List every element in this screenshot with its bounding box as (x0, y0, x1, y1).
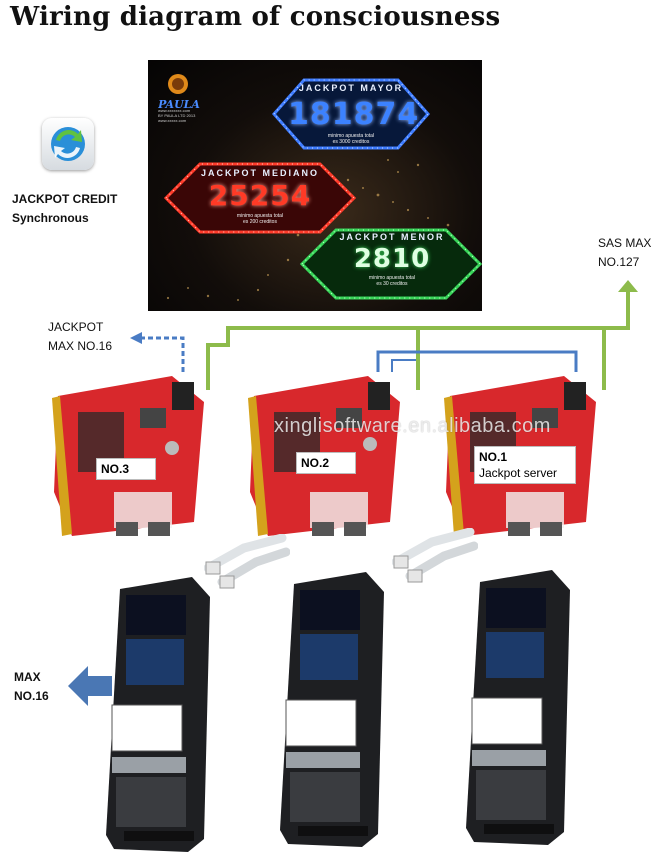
slot-cabinet-2 (280, 572, 384, 847)
board-no2: NO.2 (248, 372, 404, 538)
board-no3: NO.3 (52, 372, 208, 538)
sas-wire (206, 290, 630, 390)
slot-cabinet-3 (106, 577, 210, 852)
jackpot-menor-note: minimo apuesta total es 30 creditos (368, 275, 416, 287)
jackpot-wire (376, 350, 578, 372)
jackpot-menor-sign (299, 228, 482, 300)
jackpot-credit-label: JACKPOT CREDIT Synchronous (12, 192, 118, 225)
jackpot-mayor-value: 181874 (288, 97, 420, 132)
jackpot-display: PAULA www.xxxxxxx.com BY PAULA LTD 2013 … (148, 60, 482, 311)
board-no1: NO.1 Jackpot server (444, 372, 600, 538)
board-no2-tag: NO.2 (296, 452, 356, 474)
jackpot-mayor-sign (271, 78, 431, 150)
machines-max-label: MAX NO.16 (14, 670, 49, 703)
jackpot-wire-dashed (140, 336, 185, 372)
jackpot-menor-value: 2810 (353, 244, 431, 274)
sas-arrow (618, 280, 638, 292)
board-no3-tag: NO.3 (96, 458, 156, 480)
jackpot-mayor-name: JACKPOT MAYOR (298, 83, 404, 93)
network-cable-left (204, 534, 290, 589)
jackpot-mediano-sign (163, 162, 357, 234)
sas-label: SAS MAX NO.127 (598, 236, 652, 269)
jackpot-max-label: JACKPOT MAX NO.16 (48, 320, 113, 353)
jackpot-mediano-name: JACKPOT MEDIANO (200, 168, 319, 178)
page-title: Wiring diagram of consciousness (10, 2, 501, 32)
sync-icon (42, 118, 94, 170)
watermark: xinglisoftware.en.alibaba.com (274, 415, 551, 437)
slot-cabinet-1 (466, 570, 570, 845)
jackpot-mediano-value: 25254 (208, 179, 312, 212)
brand-logo: PAULA (157, 70, 200, 114)
jackpot-mayor-note: minimo apuesta total es 3000 creditos (327, 133, 375, 145)
max-left-arrow (68, 666, 112, 706)
jackpot-wire-2 (391, 359, 416, 372)
svg-text:PAULA: PAULA (158, 98, 200, 111)
brand-text: www.xxxxxxx.com BY PAULA LTD 2013 www.xx… (158, 108, 196, 123)
board-no1-tag: NO.1 Jackpot server (474, 446, 576, 484)
jackpot-mediano-note: minimo apuesta total es 200 creditos (236, 213, 284, 225)
jackpot-arrow (130, 332, 142, 344)
jackpot-menor-name: JACKPOT MENOR (339, 232, 445, 242)
network-cable-right (392, 528, 478, 583)
